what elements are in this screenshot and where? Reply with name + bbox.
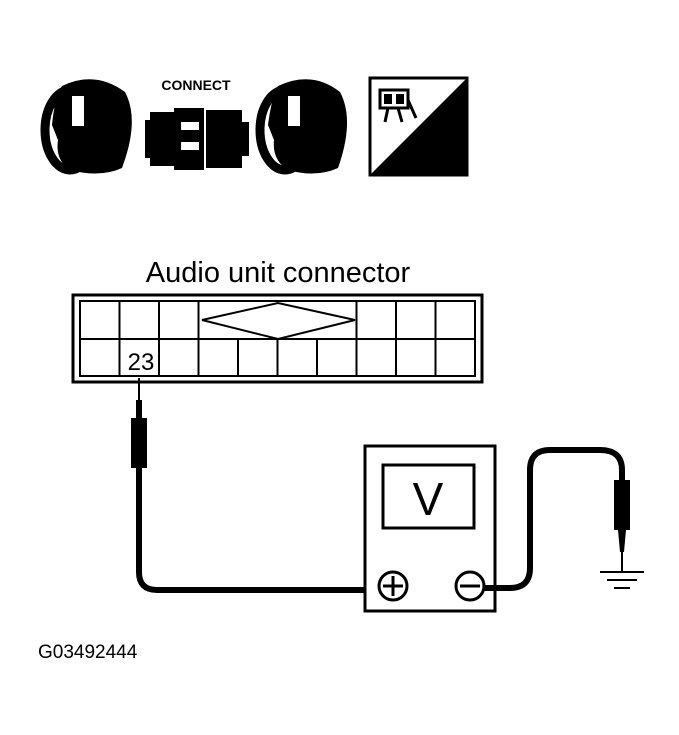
- negative-terminal-icon: [454, 570, 486, 602]
- ground-probe: [614, 480, 630, 572]
- ground-symbol-icon: [600, 571, 644, 589]
- voltmeter-display: [381, 463, 476, 530]
- ignition-key-off-icon: OFF: [40, 79, 132, 175]
- connect-plug-icon: CONNECT: [145, 77, 249, 170]
- voltmeter-display-label: V: [413, 473, 444, 525]
- key-on-label: ON: [296, 116, 340, 151]
- audio-unit-connector: 23: [71, 293, 484, 384]
- connector-title: Audio unit connector: [146, 257, 411, 289]
- harness-side-label: H.S.: [413, 143, 464, 173]
- connector-key-diamond: [201, 301, 356, 341]
- connect-label: CONNECT: [161, 77, 231, 93]
- terminal-23-label: 23: [128, 349, 155, 376]
- harness-side-icon: H.S.: [368, 76, 469, 177]
- connector-probe-icon: [378, 88, 418, 123]
- positive-terminal-icon: [377, 570, 409, 602]
- positive-lead-wire: [136, 476, 378, 593]
- negative-lead-wire: [484, 447, 625, 591]
- ignition-key-on-icon: ON: [255, 79, 348, 175]
- voltmeter: V: [363, 444, 497, 613]
- key-off-label: OFF: [67, 115, 125, 152]
- positive-probe: [131, 378, 147, 478]
- figure-code: G03492444: [38, 642, 138, 663]
